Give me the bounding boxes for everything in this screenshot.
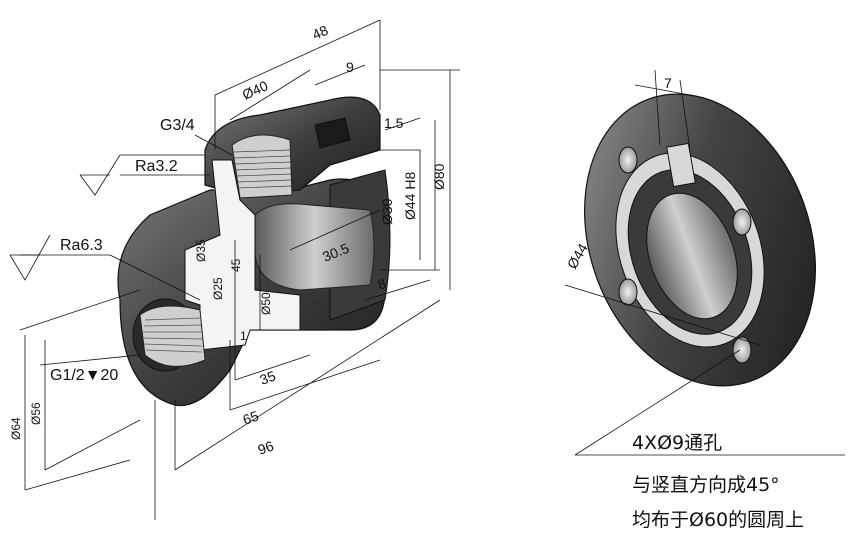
left-dimension-lines bbox=[9, 19, 460, 520]
bolt-hole-4 bbox=[618, 278, 638, 306]
note-angle: 与竖直方向成45° bbox=[632, 474, 780, 496]
side-thread bbox=[132, 298, 206, 372]
bolt-hole-1 bbox=[618, 146, 638, 174]
dim-9: 9 bbox=[346, 59, 354, 75]
roughness-top: Ra3.2 bbox=[135, 158, 178, 175]
dim-1-5: 1.5 bbox=[384, 115, 404, 131]
dim-dia30: Ø30 bbox=[379, 198, 395, 225]
thread-callout-side: G1/2▼20 bbox=[50, 367, 118, 384]
dim-dia44-flange: Ø44 bbox=[564, 240, 591, 271]
dim-1: 1 bbox=[240, 329, 247, 343]
dim-dia80: Ø80 bbox=[431, 163, 447, 190]
dim-dia35: Ø35 bbox=[194, 239, 208, 262]
roughness-side: Ra6.3 bbox=[60, 237, 103, 254]
left-part bbox=[117, 96, 391, 407]
note-bolt-circle: 均布于Ø60的圆周上 bbox=[632, 509, 805, 531]
right-bore bbox=[254, 203, 375, 291]
dim-96: 96 bbox=[256, 437, 276, 457]
dim-dia25: Ø25 bbox=[211, 277, 225, 300]
dim-7: 7 bbox=[664, 75, 672, 91]
dim-dia56: Ø56 bbox=[29, 402, 43, 425]
dim-65: 65 bbox=[241, 407, 261, 427]
dim-dia40: Ø40 bbox=[240, 77, 271, 102]
dim-48: 48 bbox=[310, 22, 331, 43]
bolt-hole-2 bbox=[732, 208, 752, 236]
dim-35: 35 bbox=[258, 367, 278, 387]
note-hole-count: 4XØ9通孔 bbox=[632, 432, 723, 454]
top-thread bbox=[231, 134, 293, 199]
thread-callout-top: G3/4 bbox=[160, 117, 195, 134]
section-face bbox=[184, 159, 301, 351]
dim-dia44h8: Ø44 H8 bbox=[402, 172, 418, 220]
flange-bore bbox=[646, 192, 738, 320]
right-part bbox=[584, 93, 816, 387]
bolt-hole-3 bbox=[732, 336, 752, 364]
dim-dia64: Ø64 bbox=[9, 417, 23, 440]
dim-45: 45 bbox=[229, 258, 243, 272]
key-slot bbox=[314, 117, 351, 149]
dim-dia50: Ø50 bbox=[259, 292, 273, 315]
right-dimension-lines bbox=[564, 69, 845, 456]
flange-keyway bbox=[666, 142, 696, 188]
